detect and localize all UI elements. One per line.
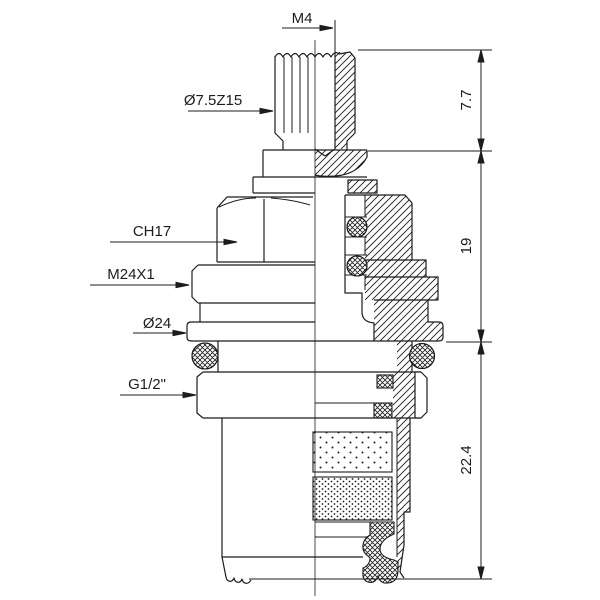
- callout-labels: M4 Ø7.5Z15 CH17 M24X1 Ø24 G1/2": [107, 10, 312, 393]
- arrow-down-mid1: [477, 138, 485, 152]
- oring-left: [191, 342, 219, 370]
- callout-pipe-thread: G1/2": [128, 376, 166, 393]
- pipe-thread-left-edge: [196, 371, 204, 419]
- bottom-gasket: [362, 521, 399, 584]
- inner-shelf-lines: [315, 402, 374, 538]
- leader-lines: [90, 20, 336, 399]
- arrow-up-top: [477, 49, 485, 63]
- lower-wall-right-edge: [399, 418, 411, 579]
- callout-hex: CH17: [133, 223, 171, 240]
- callout-spline: Ø7.5Z15: [184, 92, 242, 109]
- arrow-up-mid2: [477, 341, 485, 355]
- lower-body-left-edge: [221, 418, 363, 558]
- arrow-down-bottom: [477, 566, 485, 580]
- dim-7-7: 7.7: [458, 90, 475, 111]
- dimension-lines: [249, 49, 492, 580]
- leader-diameter-arrow: [172, 329, 187, 337]
- arrow-up-mid1: [477, 150, 485, 164]
- hex-top-edge: [216, 196, 313, 209]
- dim-22-4: 22.4: [458, 445, 475, 474]
- spindle-washer-section: [347, 179, 378, 194]
- packing-seal-lower: [373, 402, 393, 419]
- leader-spline-arrow: [259, 107, 274, 115]
- ceramic-disc-lower: [312, 476, 393, 521]
- skirt-break-edge: [221, 556, 252, 584]
- hex-chamfer-arcs: [218, 197, 311, 208]
- arrow-down-mid2: [477, 329, 485, 343]
- bonnet-step-lines: [365, 259, 428, 301]
- callout-m4: M4: [292, 10, 313, 27]
- callout-mount-thread: M24X1: [107, 266, 155, 283]
- seals: [191, 216, 436, 584]
- spline-left-edge: [274, 56, 284, 150]
- leader-hex-arrow: [223, 238, 238, 246]
- m4-hole-edge: [314, 52, 336, 157]
- leader-m4-arrow: [319, 24, 334, 32]
- oring-right: [408, 342, 436, 370]
- spline-top-serrations: [274, 51, 356, 59]
- section-hatch-fills: [315, 52, 443, 572]
- stem-seal-upper: [346, 216, 368, 238]
- hex-left-edge: [216, 208, 315, 263]
- pipe-thread-relief: [414, 371, 428, 419]
- flange-left-outline: [186, 321, 315, 342]
- stem-seal-lower: [346, 255, 368, 277]
- bonnet-outline: [344, 194, 444, 342]
- dimension-labels: 7.7 19 22.4: [458, 90, 475, 475]
- mount-thread-band: [191, 264, 315, 304]
- spline-right-edge: [346, 58, 356, 150]
- spindle-collar-section: [314, 150, 368, 177]
- spline-teeth-lines: [283, 57, 309, 133]
- dim-19: 19: [458, 238, 475, 255]
- leader-mount-thread-arrow: [175, 281, 190, 289]
- leader-pipe-thread-arrow: [182, 391, 197, 399]
- packing-seal-upper: [376, 374, 394, 389]
- leader-m4: [282, 20, 336, 52]
- ceramic-disc-upper: [312, 431, 393, 473]
- section-outlines: [314, 52, 444, 579]
- callout-diameter: Ø24: [143, 315, 171, 332]
- washer-left-edge: [252, 177, 315, 194]
- ceramic-discs: [312, 431, 393, 521]
